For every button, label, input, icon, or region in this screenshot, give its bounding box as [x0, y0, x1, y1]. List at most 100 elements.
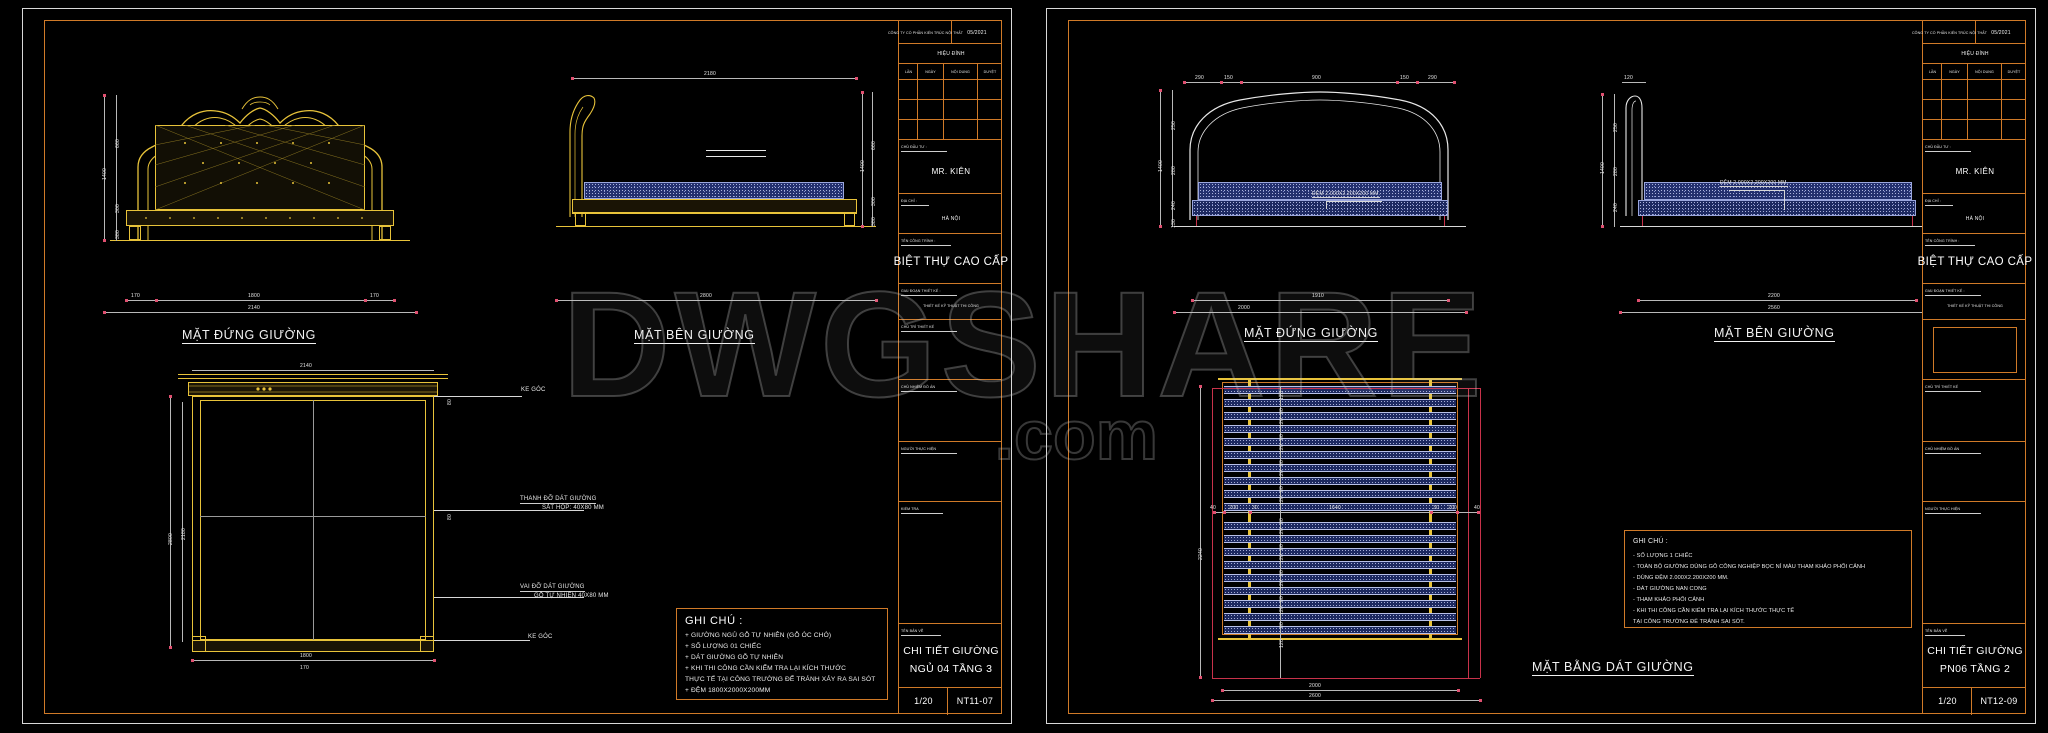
annotation-thanh-do: THANH ĐỠ DÁT GIƯỜNG SẮT HỘP: 40X80 MM — [520, 496, 604, 512]
dim-text: 200 — [1229, 505, 1238, 511]
mattress-side — [584, 182, 844, 199]
slat — [1224, 574, 1456, 582]
dim-tick — [415, 311, 418, 314]
slat — [1224, 503, 1456, 511]
title-block-left: CÔNG TY CỔ PHẦN KIẾN TRÚC NỘI THẤT 05/20… — [887, 20, 1008, 715]
rev-col-noidung: NỘI DUNG — [1975, 69, 1994, 74]
draw-label: NGƯỜI THỰC HIỆN — [1925, 507, 1961, 511]
company-label: CÔNG TY CỔ PHẦN KIẾN TRÚC NỘI THẤT — [887, 30, 964, 35]
dim-tick — [125, 299, 128, 302]
dim-text: 120 — [1279, 444, 1285, 453]
dim-text: 300 — [115, 204, 121, 213]
rev-col-duyet: DUYỆT — [983, 69, 997, 74]
leader-mattress-front — [1326, 201, 1327, 209]
plan-frame-right-edge — [1457, 382, 1458, 634]
dim-text: 240 — [1171, 201, 1177, 210]
floor-line-front-right — [1174, 226, 1466, 227]
leader-line-ke-goc-bottom — [434, 640, 530, 641]
dim-text: 200 — [1448, 505, 1457, 511]
slat — [1224, 626, 1456, 634]
rev-col-lan: LẦN — [1928, 69, 1937, 74]
dim-text: 80 — [1279, 518, 1285, 524]
drawing-sheet-left: 1400 660 300 380 170 1800 170 2140 MẶT Đ… — [22, 8, 1012, 724]
dim-text: 250 — [1613, 123, 1619, 132]
notes-item: + GIƯỜNG NGỦ GỖ TỰ NHIÊN (GỖ ÓC CHÓ) — [685, 632, 832, 639]
plan-dim-mid-right — [1214, 512, 1478, 513]
dim-tick — [1240, 81, 1243, 84]
dim-text: 80 — [1279, 622, 1285, 628]
stage-label: GIAI ĐOẠN THIẾT KẾ : — [901, 289, 941, 293]
view-label-slat-plan: MẶT BẰNG DÁT GIƯỜNG — [1532, 660, 1694, 676]
dim-line-v-side-right-2 — [1614, 94, 1615, 227]
floor-line-front — [110, 240, 410, 241]
dim-text: 1400 — [1600, 162, 1606, 174]
dim-text: 1640 — [1329, 505, 1341, 511]
drawing-title-line2: PN06 TẦNG 2 — [1939, 663, 2011, 675]
dim-text: 2140 — [300, 363, 312, 369]
plan-frame-right — [1222, 382, 1458, 383]
notes-item: + ĐỆM 1800X2000X200MM — [685, 687, 771, 694]
notes-item: - THAM KHẢO PHỐI CẢNH — [1633, 597, 1705, 603]
rev-col-lan: LẦN — [904, 69, 913, 74]
dim-text: 120 — [1279, 528, 1285, 537]
headboard-side-profile-icon — [569, 95, 596, 217]
plan-footboard — [192, 640, 434, 652]
bed-leg-side-right-l — [1642, 216, 1643, 226]
sheet-border-outer — [22, 8, 1012, 724]
plan-headboard-top-edge — [178, 378, 448, 379]
slat — [1224, 399, 1456, 407]
owner-value: MR. KIÊN — [1955, 166, 1995, 176]
dim-text: 300 — [871, 197, 877, 206]
dim-text: 80 — [447, 514, 453, 520]
owner-value: MR. KIÊN — [931, 166, 971, 176]
notes-box-left: GHI CHÚ : + GIƯỜNG NGỦ GỖ TỰ NHIÊN (GỖ Ó… — [676, 608, 888, 700]
dim-line-front-top-right — [1184, 82, 1454, 83]
plan-dim-top — [192, 370, 434, 371]
slat — [1224, 464, 1456, 472]
dim-line-front-bot-total — [1174, 312, 1466, 313]
dim-text: 30 — [1433, 505, 1439, 511]
dim-text: 80 — [1279, 486, 1285, 492]
leader-mattress-side — [1784, 190, 1785, 210]
project-label: TÊN CÔNG TRÌNH : — [1925, 239, 1960, 243]
dim-text: 290 — [1195, 75, 1204, 81]
view-label-side-elevation: MẶT BÊN GIƯỜNG — [634, 328, 755, 344]
plan-dim-v-total — [1200, 386, 1201, 678]
plan-dim-bottom-1 — [1222, 690, 1458, 691]
sheet-code: NT12-09 — [1980, 696, 2018, 706]
plan-dim-left-2 — [182, 402, 183, 642]
dim-tick — [1173, 311, 1176, 314]
drawing-title-line1: CHI TIẾT GIƯỜNG — [903, 645, 999, 657]
dim-text: 2600 — [1309, 693, 1321, 699]
bed-leg-right — [379, 226, 391, 240]
notes-item: - SỐ LƯỢNG 1 CHIẾC — [1633, 553, 1693, 559]
scale-value: 1/20 — [1938, 696, 1957, 706]
upholstered-headboard-icon — [1189, 91, 1449, 220]
designer-label: CHỦ TRÌ THIẾT KẾ — [1925, 385, 1959, 389]
notes-item: + SỐ LƯỢNG 01 CHIẾC — [685, 643, 762, 650]
plan-leg-tr — [420, 636, 434, 652]
plan-ref-rect-top — [1212, 388, 1480, 389]
dim-tick — [861, 225, 864, 228]
plan-headboard-top-edge-2 — [178, 374, 448, 375]
dim-tick — [1191, 299, 1194, 302]
dim-text: 280 — [1171, 166, 1177, 175]
bed-leg-front-l — [1196, 216, 1197, 226]
dim-tick — [1447, 299, 1450, 302]
dim-text: 660 — [871, 141, 877, 150]
dim-tick — [1457, 689, 1460, 692]
location-value: HÀ NỘI — [941, 216, 961, 222]
plan-leg-tl — [192, 636, 206, 652]
plan-dim-bottom-2 — [1212, 700, 1480, 701]
dim-text: 120 — [1279, 391, 1285, 400]
dim-tick — [1456, 511, 1459, 514]
dim-text: 170 — [370, 293, 379, 299]
dim-line-v-front-right — [1160, 90, 1161, 227]
dim-tick — [875, 299, 878, 302]
dim-tick — [103, 239, 106, 242]
dim-text: 130 — [1171, 219, 1177, 228]
bed-base-side-right — [1638, 200, 1916, 216]
dim-text: 2140 — [248, 305, 260, 311]
slat — [1224, 613, 1456, 621]
dim-tick — [1159, 89, 1162, 92]
